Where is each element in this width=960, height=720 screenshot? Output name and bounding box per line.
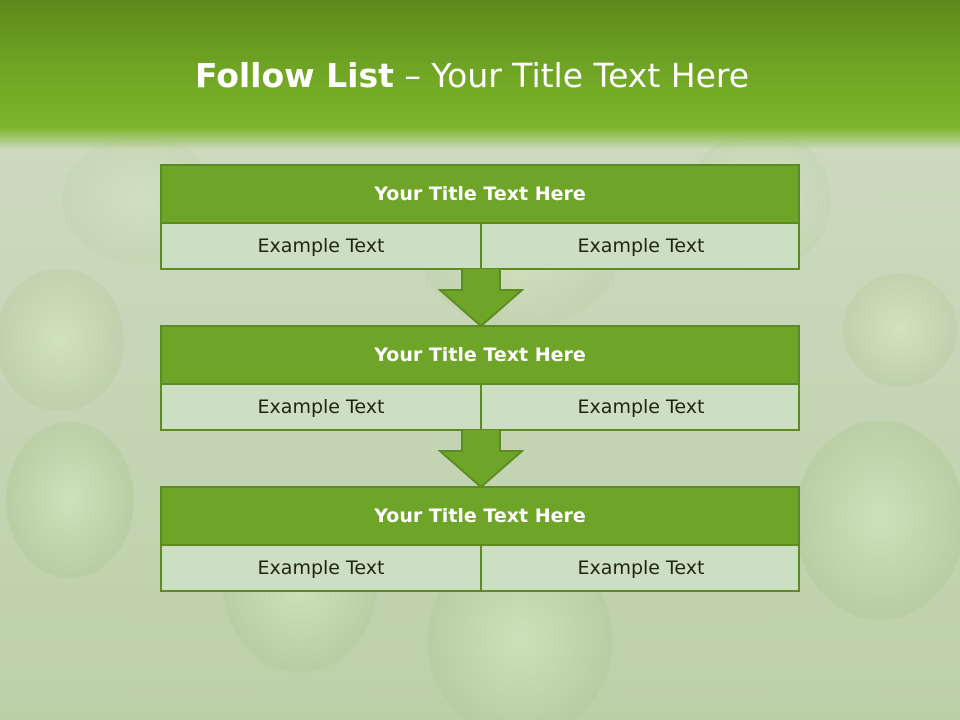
list-block-1: Your Title Text Here Example Text Exampl… — [160, 164, 800, 270]
slide-title-rest: – Your Title Text Here — [393, 56, 750, 95]
block-1-right-text: Example Text — [577, 235, 705, 257]
block-2-left-text: Example Text — [162, 385, 482, 429]
down-arrow-icon — [438, 268, 524, 328]
block-3-title: Your Title Text Here — [162, 488, 798, 546]
block-3-left-text: Example Text — [162, 546, 482, 590]
list-block-2: Your Title Text Here Example Text Exampl… — [160, 325, 800, 431]
block-2-title: Your Title Text Here — [162, 327, 798, 385]
block-1-left-text: Example Text — [162, 224, 482, 268]
header-band — [0, 0, 960, 150]
block-1-title: Your Title Text Here — [162, 166, 798, 224]
down-arrow-icon — [438, 429, 524, 489]
slide-title-bold: Follow List — [194, 56, 394, 95]
slide-title: Follow List – Your Title Text Here — [0, 54, 944, 98]
block-3-right-text: Example Text — [577, 557, 705, 579]
list-block-3: Your Title Text Here Example Text Exampl… — [160, 486, 800, 592]
block-2-right-text: Example Text — [577, 396, 705, 418]
